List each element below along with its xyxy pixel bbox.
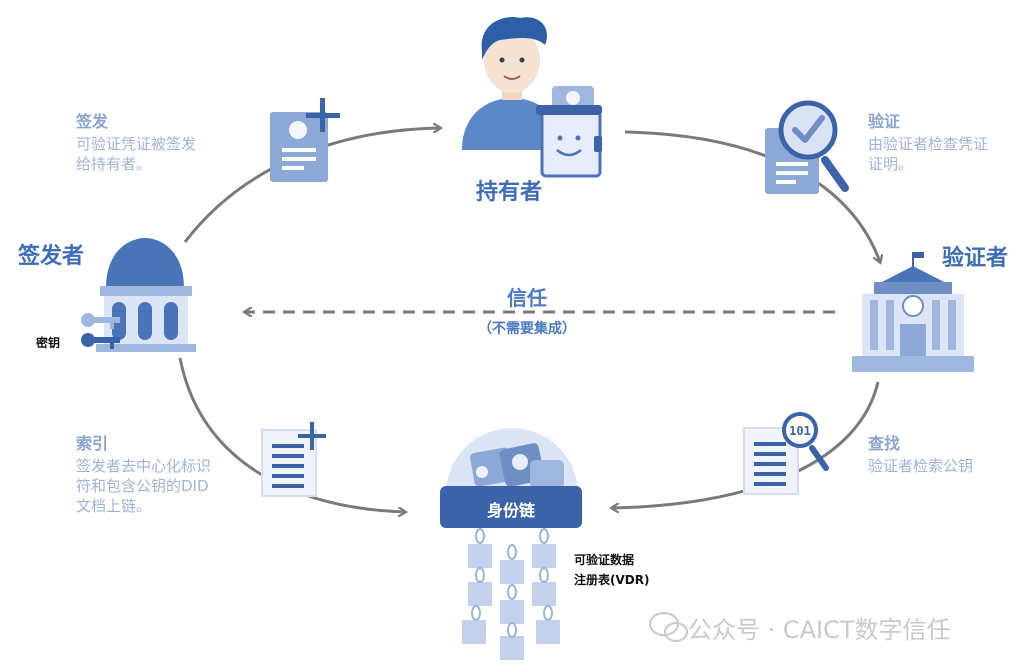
issue-step-title: 签发	[76, 112, 109, 131]
verifier-building-icon	[852, 252, 974, 372]
issued-credential-icon	[270, 98, 340, 182]
index-step-title: 索引	[76, 434, 109, 453]
verification-magnifier-icon	[765, 100, 849, 194]
verify-step-desc: 由验证者检查凭证 证明。	[868, 135, 989, 173]
key-icon-light	[81, 313, 120, 329]
watermark-text: 公众号 · CAICT数字信任	[688, 616, 951, 644]
arrow-holder-to-verifier	[624, 130, 880, 262]
lookup-step-desc: 验证者检索公钥	[868, 457, 974, 475]
vdr-label: 可验证数据 注册表(VDR)	[574, 553, 650, 587]
verifier-label: 验证者	[942, 246, 1009, 271]
trust-title: 信任	[507, 286, 547, 310]
chain-links-icon	[462, 544, 560, 660]
identity-chain-icon	[440, 428, 582, 528]
chain-connectors	[471, 528, 553, 638]
wechat-icon	[649, 612, 688, 642]
lookup-step-title: 查找	[868, 434, 901, 453]
key-label: 密钥	[36, 336, 61, 350]
key-icon-dark	[81, 333, 120, 349]
arrow-issuer-to-chain	[178, 357, 405, 512]
index-document-icon	[261, 422, 326, 497]
chain-label: 身份链	[486, 501, 535, 520]
trust-subtitle: （不需要集成）	[478, 321, 576, 337]
issue-step-desc: 可验证凭证被签发 给持有者。	[76, 135, 197, 173]
index-step-desc: 签发者去中心化标识 符和包含公钥的DID 文档上链。	[76, 457, 212, 515]
issuer-building-icon	[96, 238, 196, 352]
holder-label: 持有者	[476, 180, 543, 205]
svg-text:101: 101	[789, 424, 811, 438]
verify-step-title: 验证	[868, 112, 901, 131]
issuer-label: 签发者	[18, 244, 85, 269]
lookup-document-icon: 101	[743, 412, 829, 495]
wallet-id-card-icon	[536, 86, 602, 178]
